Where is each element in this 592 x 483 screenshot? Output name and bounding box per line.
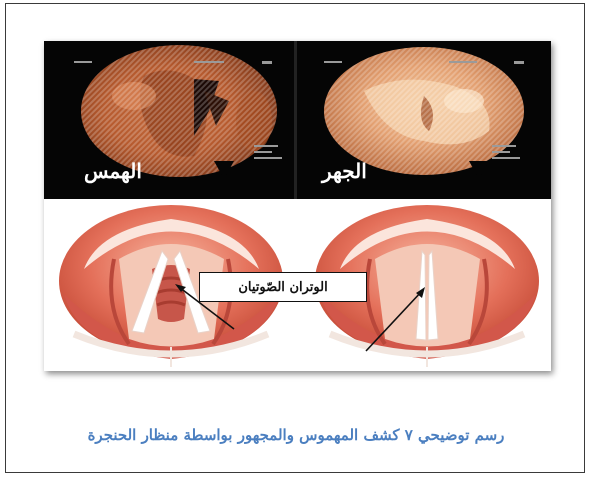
larynx-figure: الهمس الجهر xyxy=(44,41,551,371)
figure-caption: رسم توضيحي ٧ كشف المهموس والمجهور بواسطة… xyxy=(0,426,592,444)
figure-frame: الهمس الجهر xyxy=(5,3,585,473)
vocal-cords-callout: الوتران الصّوتيان xyxy=(199,272,367,302)
endoscopy-photos: الهمس الجهر xyxy=(44,41,551,199)
voiced-label: الجهر xyxy=(322,159,367,183)
whisper-label: الهمس xyxy=(84,159,142,183)
